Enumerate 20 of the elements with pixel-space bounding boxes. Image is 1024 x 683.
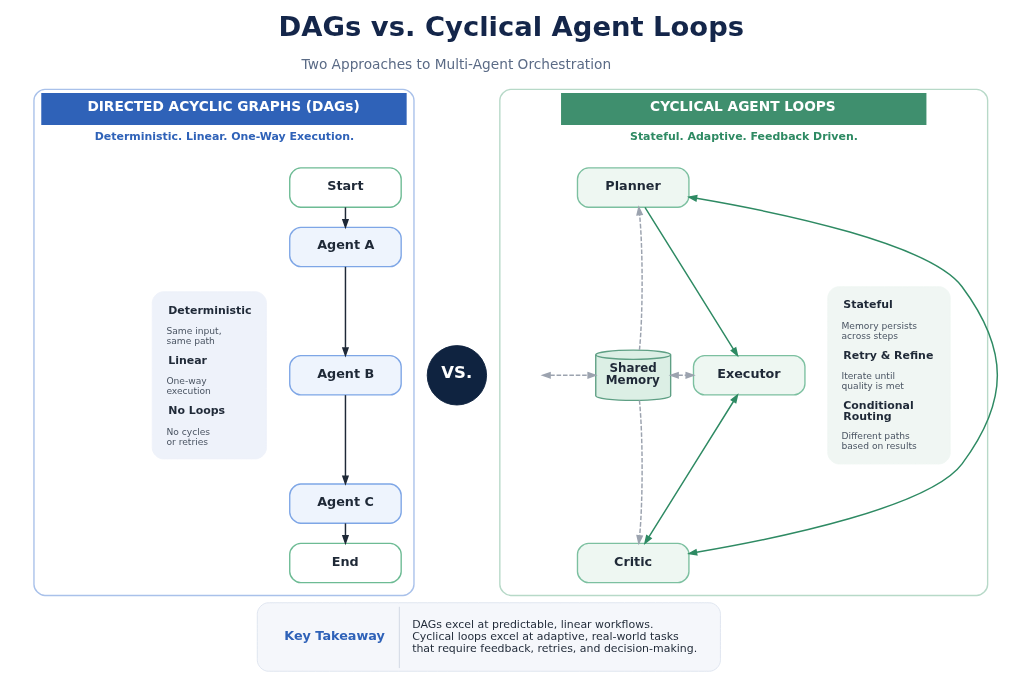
node-box: Start xyxy=(289,167,402,208)
arrow xyxy=(341,394,350,486)
node-box: Executor xyxy=(692,354,806,396)
arrow xyxy=(540,371,598,379)
node-box: End xyxy=(289,542,402,584)
node-circle: VS. xyxy=(426,345,488,406)
node-box: Agent C xyxy=(289,483,402,524)
node-box: Planner xyxy=(576,167,690,208)
diagram-title: DAGs vs. Cyclical Agent Loops xyxy=(278,11,745,43)
arrow xyxy=(636,205,644,351)
node-box: Agent A xyxy=(289,226,402,268)
node-box: Critic xyxy=(576,542,690,584)
arrow xyxy=(687,194,999,556)
arrow xyxy=(668,371,696,379)
arrow xyxy=(341,266,350,358)
node-box: Agent B xyxy=(289,354,402,396)
arrow xyxy=(644,206,739,358)
arrow xyxy=(636,399,644,546)
arrow xyxy=(643,393,739,546)
label: Two Approaches to Multi-Agent Orchestration xyxy=(301,55,612,72)
